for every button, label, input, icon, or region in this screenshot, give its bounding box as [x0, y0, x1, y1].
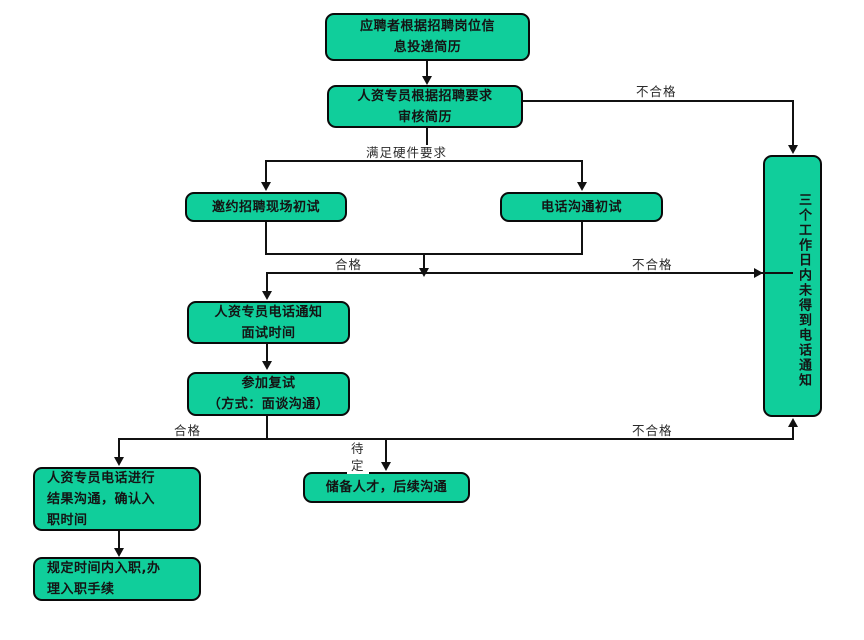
edge-label-pass-first: 合格 [331, 257, 367, 272]
edge-first-pass-vertical [266, 272, 268, 291]
node-screen-resume[interactable]: 人资专员根据招聘要求 审核简历 [327, 85, 523, 128]
arrowhead-first-pass [262, 291, 272, 300]
node-onsite-first-interview[interactable]: 邀约招聘现场初试 [185, 192, 347, 222]
edge-second-result-bus [118, 438, 793, 440]
arrowhead-second-pass [114, 457, 124, 466]
node-second-interview[interactable]: 参加复试 （方式：面谈沟通） [187, 372, 350, 416]
node-onboarding[interactable]: 规定时间内入职,办 理入职手续 [33, 557, 201, 601]
edge-first-result-bus [266, 272, 793, 274]
edge-apply-to-screen [426, 61, 428, 76]
node-no-response-in-three-days[interactable]: 三个工作日内未得到电话通知 [763, 155, 822, 417]
edge-label-reject-first: 不合格 [628, 257, 677, 272]
edge-screen-reject-horizontal [523, 100, 794, 102]
edge-label-reject-second: 不合格 [628, 423, 677, 438]
edge-split-bus [265, 160, 582, 162]
node-phone-first-interview[interactable]: 电话沟通初试 [500, 192, 663, 222]
arrowhead-result-to-onboarding [114, 548, 124, 557]
edge-screen-to-split [426, 128, 428, 160]
edge-onsite-to-merge [265, 222, 267, 253]
node-talent-pool[interactable]: 储备人才，后续沟通 [303, 472, 470, 503]
edge-label-reject-screen: 不合格 [632, 84, 681, 99]
arrowhead-first-reject [754, 268, 763, 278]
node-result-communication[interactable]: 人资专员电话进行 结果沟通，确认入 职时间 [33, 467, 201, 531]
arrowhead-apply-to-screen [422, 76, 432, 85]
edge-notify-to-second [266, 344, 268, 361]
edge-split-to-phone [581, 160, 583, 182]
edge-label-pass-second: 合格 [170, 423, 206, 438]
edge-label-meet-hardware: 满足硬件要求 [362, 145, 452, 160]
arrowhead-pending [381, 462, 391, 471]
node-apply[interactable]: 应聘者根据招聘岗位信 息投递简历 [325, 13, 530, 61]
edge-second-to-bus [266, 416, 268, 438]
arrowhead-notify-to-second [262, 361, 272, 370]
edge-pending-vertical [385, 438, 387, 462]
edge-merge-down-first [423, 253, 425, 270]
arrowhead-split-to-phone [577, 182, 587, 191]
edge-label-pending: 待 定 [347, 440, 369, 474]
edge-screen-reject-vertical [792, 100, 794, 145]
edge-second-reject-vertical [792, 427, 794, 440]
edge-phone-to-merge [581, 222, 583, 253]
edge-result-to-onboarding [118, 531, 120, 548]
edge-second-pass-vertical [118, 438, 120, 457]
node-notify-interview-time[interactable]: 人资专员电话通知 面试时间 [187, 301, 350, 344]
arrowhead-second-reject [788, 418, 798, 427]
arrowhead-split-to-onsite [261, 182, 271, 191]
edge-split-to-onsite [265, 160, 267, 182]
arrowhead-screen-reject [788, 145, 798, 154]
